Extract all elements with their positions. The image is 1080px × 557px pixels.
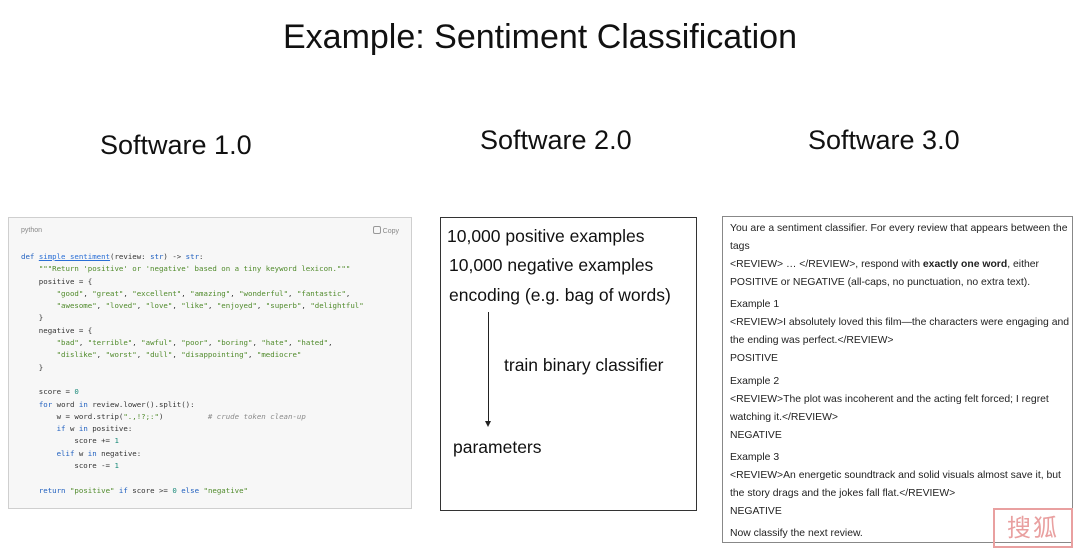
copy-button[interactable]: Copy xyxy=(372,226,399,235)
example-2-review: watching it.</REVIEW> xyxy=(730,412,838,423)
software-3-heading: Software 3.0 xyxy=(808,125,960,155)
prompt-text: , either xyxy=(1007,259,1039,270)
example-1-review: the ending was perfect.</REVIEW> xyxy=(730,335,894,346)
example-2-label: NEGATIVE xyxy=(730,430,782,441)
software-1-heading: Software 1.0 xyxy=(100,130,252,160)
prompt-emphasis: exactly one word xyxy=(922,259,1008,270)
prompt-intro-line: tags xyxy=(730,241,750,252)
watermark-stamp: 搜狐 xyxy=(993,508,1073,548)
code-block: def simple_sentiment(review: str) -> str… xyxy=(21,252,364,495)
software-3-prompt-box: You are a sentiment classifier. For ever… xyxy=(722,216,1073,543)
software-2-heading: Software 2.0 xyxy=(480,125,632,155)
parameters-text: parameters xyxy=(453,437,542,457)
example-2-review: <REVIEW>The plot was incoherent and the … xyxy=(730,394,1049,405)
example-1-label: POSITIVE xyxy=(730,353,778,364)
example-3-label: NEGATIVE xyxy=(730,506,782,517)
example-2-title: Example 2 xyxy=(730,376,780,387)
example-1-title: Example 1 xyxy=(730,299,780,310)
copy-icon xyxy=(372,226,381,234)
encoding-text: encoding (e.g. bag of words) xyxy=(449,285,671,305)
positive-examples-text: 10,000 positive examples xyxy=(447,226,645,246)
copy-label: Copy xyxy=(382,228,399,235)
example-3-review: the story drags and the jokes fall flat.… xyxy=(730,488,956,499)
prompt-intro-line: You are a sentiment classifier. For ever… xyxy=(730,223,1068,234)
example-1-review: <REVIEW>I absolutely loved this film—the… xyxy=(730,317,1070,328)
software-2-box: 10,000 positive examples 10,000 negative… xyxy=(440,217,697,511)
negative-examples-text: 10,000 negative examples xyxy=(449,255,654,275)
prompt-intro-line: POSITIVE or NEGATIVE (all-caps, no punct… xyxy=(730,277,1031,288)
prompt-text: <REVIEW> … </REVIEW>, respond with xyxy=(730,259,923,270)
code-panel: python Copy def simple_sentiment(review:… xyxy=(8,217,412,509)
code-language-label: python xyxy=(21,227,43,234)
flow-arrow-line xyxy=(488,312,489,424)
arrow-down-icon xyxy=(485,421,491,427)
prompt-closing: Now classify the next review. xyxy=(730,528,863,539)
example-3-title: Example 3 xyxy=(730,452,780,463)
prompt-intro-line: <REVIEW> … </REVIEW>, respond with exact… xyxy=(730,258,1039,271)
slide-title: Example: Sentiment Classification xyxy=(282,18,797,56)
train-step-text: train binary classifier xyxy=(504,355,664,375)
example-3-review: <REVIEW>An energetic soundtrack and soli… xyxy=(730,470,1061,481)
